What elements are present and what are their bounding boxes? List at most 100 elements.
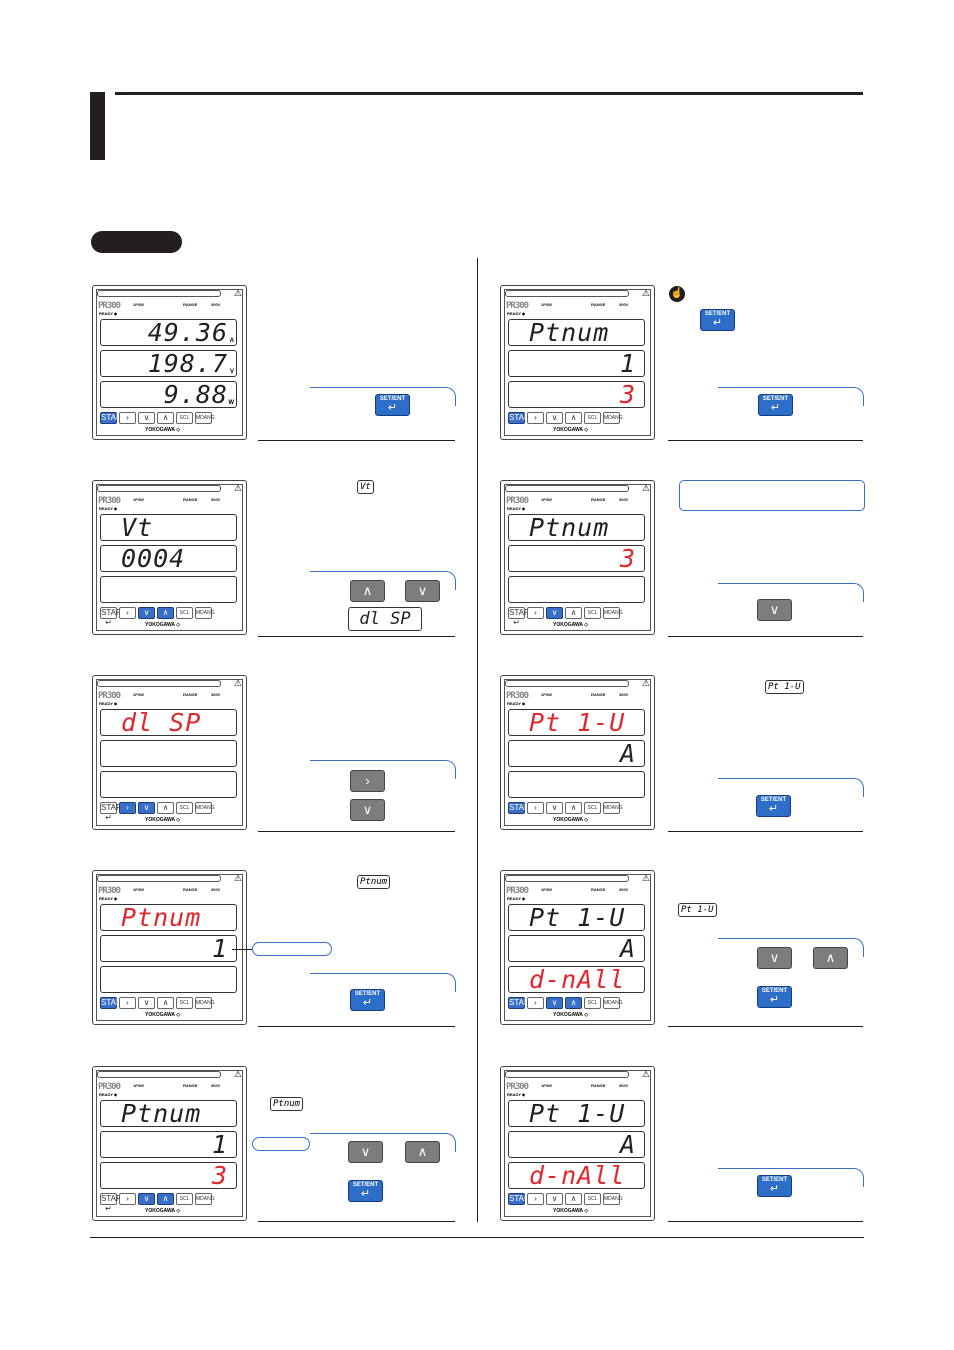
meter-key[interactable]: MDANG — [195, 412, 215, 424]
meter-frame — [504, 484, 651, 631]
meter-key[interactable]: ∨ — [138, 412, 155, 424]
step-bottom-rule — [258, 1026, 455, 1027]
up-button[interactable]: ∧ — [405, 1141, 440, 1163]
meter-key[interactable]: START ↵ — [100, 412, 127, 432]
meter-key[interactable]: MDANG — [603, 802, 623, 814]
meter-key[interactable]: START ↵ — [508, 607, 535, 627]
meter-key[interactable]: START ↵ — [508, 802, 535, 822]
meter-key[interactable]: › — [119, 1193, 136, 1205]
meter-key[interactable]: ∨ — [138, 607, 155, 619]
label-set: 300V — [211, 1083, 221, 1088]
meter-key[interactable]: SCL — [584, 412, 601, 424]
set-ent-button[interactable]: SET/ENT↵ — [757, 1175, 792, 1197]
meter-key[interactable]: ∧ — [157, 607, 174, 619]
meter-key[interactable]: › — [119, 997, 136, 1009]
meter-key[interactable]: ∧ — [565, 997, 582, 1009]
meter-key[interactable]: ∧ — [157, 997, 174, 1009]
step-line — [310, 760, 445, 761]
meter-key[interactable]: MDANG — [195, 607, 215, 619]
display-row: 3 — [100, 1161, 237, 1190]
meter-key[interactable]: ∧ — [565, 607, 582, 619]
right-button[interactable]: › — [350, 770, 385, 792]
column-divider — [477, 258, 478, 1222]
meter-key[interactable]: SCL — [176, 412, 193, 424]
meter-key[interactable]: MDANG — [603, 1193, 623, 1205]
down-button[interactable]: ∨ — [350, 799, 385, 821]
meter-key[interactable]: START ↵ — [100, 607, 127, 627]
label-range: RANGE — [183, 692, 198, 697]
down-button[interactable]: ∨ — [757, 599, 792, 621]
meter-key[interactable]: › — [527, 997, 544, 1009]
meter-key[interactable]: ∨ — [138, 1193, 155, 1205]
set-ent-button[interactable]: SET/ENT↵ — [350, 989, 385, 1011]
meter-key[interactable]: MDANG — [195, 1193, 215, 1205]
meter-key[interactable]: ∧ — [157, 412, 174, 424]
meter-key[interactable]: SCL — [176, 607, 193, 619]
meter-key[interactable]: MDANG — [195, 802, 215, 814]
meter-key[interactable]: SCL — [176, 997, 193, 1009]
label-1p3w: 1P3W — [133, 692, 144, 697]
down-button[interactable]: ∨ — [348, 1141, 383, 1163]
display-row: Ptnum — [100, 1099, 237, 1128]
meter-key[interactable]: › — [119, 412, 136, 424]
callout-tag — [252, 1137, 310, 1151]
meter-key[interactable]: › — [527, 607, 544, 619]
meter-key[interactable]: MDANG — [603, 412, 623, 424]
meter-key[interactable]: START ↵ — [100, 1193, 127, 1213]
meter-key[interactable]: SCL — [176, 1193, 193, 1205]
meter-key[interactable]: › — [527, 802, 544, 814]
meter-key[interactable]: SCL — [584, 802, 601, 814]
meter-key[interactable]: › — [119, 607, 136, 619]
meter-key[interactable]: ∨ — [138, 997, 155, 1009]
segment-readout: d-nAll — [529, 965, 626, 994]
meter-key[interactable]: › — [119, 802, 136, 814]
meter-key[interactable]: ∨ — [138, 802, 155, 814]
meter-key[interactable]: ∧ — [157, 802, 174, 814]
meter-key[interactable]: START ↵ — [508, 997, 535, 1017]
meter-key[interactable]: MDANG — [603, 607, 623, 619]
meter-key[interactable]: SCL — [176, 802, 193, 814]
meter-key[interactable]: ∨ — [546, 607, 563, 619]
step-bottom-rule — [668, 636, 863, 637]
meter-key[interactable]: ∨ — [546, 997, 563, 1009]
segment-readout: Pt 1-U — [529, 1099, 626, 1128]
set-ent-button[interactable]: SET/ENT↵ — [700, 309, 735, 331]
up-button[interactable]: ∧ — [350, 580, 385, 602]
segment-readout: Vt — [121, 513, 154, 542]
meter-key[interactable]: ∨ — [546, 802, 563, 814]
up-button[interactable]: ∧ — [813, 947, 848, 969]
meter-key[interactable]: START ↵ — [508, 1193, 535, 1213]
down-button[interactable]: ∨ — [757, 947, 792, 969]
meter-key[interactable]: MDANG — [603, 997, 623, 1009]
meter-key[interactable]: ∧ — [565, 1193, 582, 1205]
set-ent-button[interactable]: SET/ENT↵ — [757, 986, 792, 1008]
meter-key[interactable]: ∧ — [565, 802, 582, 814]
set-ent-button[interactable]: SET/ENT↵ — [348, 1180, 383, 1202]
meter-key[interactable]: START ↵ — [100, 802, 127, 822]
step-corner — [445, 760, 456, 779]
meter-key[interactable]: ∨ — [546, 412, 563, 424]
segment-readout: Ptnum — [121, 1099, 202, 1128]
meter-key[interactable]: ∧ — [157, 1193, 174, 1205]
meter-key[interactable]: MDANG — [195, 997, 215, 1009]
set-ent-button[interactable]: SET/ENT↵ — [758, 394, 793, 416]
meter-key[interactable]: ∧ — [565, 412, 582, 424]
down-button[interactable]: ∨ — [405, 580, 440, 602]
set-ent-button[interactable]: SET/ENT↵ — [756, 795, 791, 817]
display-row: 1 — [100, 1130, 237, 1159]
segment-readout: Pt 1-U — [529, 708, 626, 737]
label-1p3w: 1P3W — [133, 887, 144, 892]
meter-key[interactable]: › — [527, 1193, 544, 1205]
meter-key[interactable]: START ↵ — [508, 412, 535, 432]
meter-key[interactable]: SCL — [584, 607, 601, 619]
meter-key[interactable]: START ↵ — [100, 997, 127, 1017]
label-1p3w: 1P3W — [133, 1083, 144, 1088]
meter-key[interactable]: › — [527, 412, 544, 424]
meter-key[interactable]: ∨ — [546, 1193, 563, 1205]
set-ent-button[interactable]: SET/ENT↵ — [375, 394, 410, 416]
meter-key[interactable]: SCL — [584, 997, 601, 1009]
meter-key[interactable]: SCL — [584, 1193, 601, 1205]
